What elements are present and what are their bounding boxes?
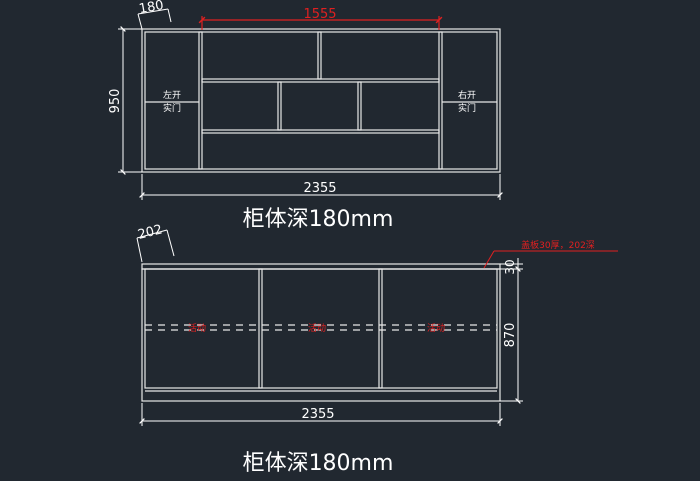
dim-2355-top-label: 2355 xyxy=(303,181,336,196)
bottom-divider-1 xyxy=(258,268,263,389)
adjustable-shelves xyxy=(145,324,497,331)
dim-950-label: 950 xyxy=(108,89,123,114)
right-door-label-2: 实门 xyxy=(458,102,476,114)
bottom-divider-2 xyxy=(378,268,383,389)
dim-202-label: 202 xyxy=(136,222,164,243)
bottom-inner-frame xyxy=(144,268,498,389)
dim-2355-bottom-label: 2355 xyxy=(301,407,334,422)
dim-180-label: 180 xyxy=(138,0,165,17)
top-cabinet-elevation xyxy=(141,28,501,173)
top-outer-frame xyxy=(141,28,501,173)
leader-diagonal xyxy=(483,250,495,269)
dim-1555 xyxy=(198,16,443,30)
dim-202-ext-left xyxy=(136,237,143,263)
shelf-label-1: 活动 xyxy=(188,322,206,334)
shelf-label-2: 活动 xyxy=(308,322,326,334)
dim-180-ext-right xyxy=(167,8,172,23)
left-door-label-1: 左开 xyxy=(163,89,181,101)
dim-870-label: 870 xyxy=(503,323,518,348)
dim-202-ext-right xyxy=(166,229,175,257)
top-left-divider xyxy=(198,31,203,170)
cover-board xyxy=(141,263,501,270)
shelf-label-3: 活动 xyxy=(427,322,445,334)
middle-shelf-2 xyxy=(201,129,440,134)
row1-divider xyxy=(317,31,322,80)
top-right-divider xyxy=(438,31,443,170)
row2-divider-a xyxy=(277,81,282,131)
top-caption: 柜体深180mm xyxy=(243,207,394,232)
cover-note-leader xyxy=(483,250,618,269)
dim-1555-label: 1555 xyxy=(303,7,336,22)
right-door-label-1: 右开 xyxy=(458,89,476,101)
bottom-cabinet-elevation xyxy=(141,263,501,402)
dim-30-label: 30 xyxy=(503,259,517,274)
dim-180-line xyxy=(137,8,169,15)
bottom-caption: 柜体深180mm xyxy=(243,451,394,476)
row2-divider-b xyxy=(357,81,362,131)
cover-board-note: 盖板30厚，202深 xyxy=(521,239,595,251)
bottom-dimensions xyxy=(136,229,523,426)
dim-202-line xyxy=(136,229,168,239)
top-dimensions xyxy=(118,8,503,200)
dim-180-ext-left xyxy=(137,13,143,30)
bottom-outer-frame xyxy=(141,268,501,402)
left-door-label-2: 实门 xyxy=(163,102,181,114)
